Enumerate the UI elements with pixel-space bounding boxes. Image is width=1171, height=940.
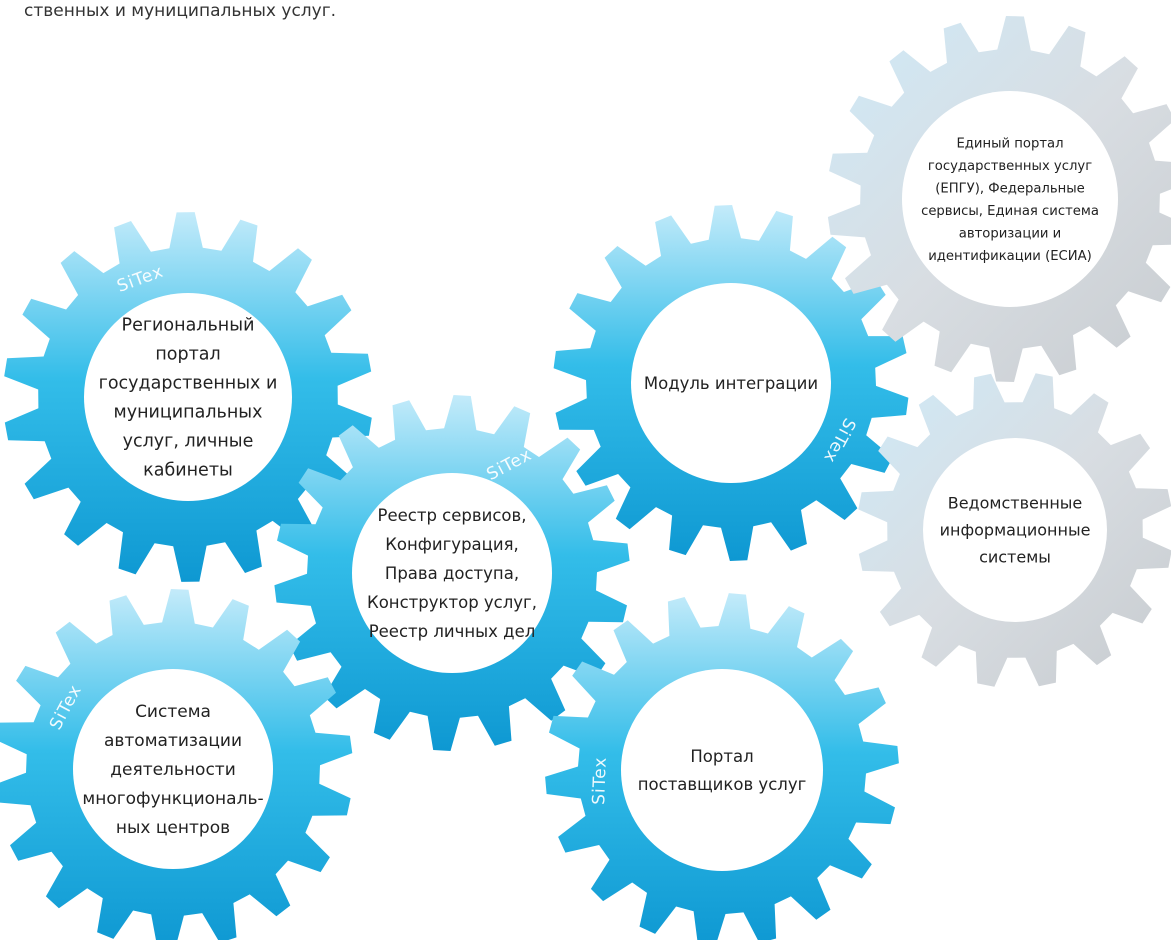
gear-label-line: Конфигурация,	[385, 535, 519, 554]
gear-label-line: Система	[135, 702, 211, 722]
gear-center	[923, 438, 1107, 622]
gear-label-line: муниципальных	[114, 403, 263, 423]
gear-label-line: информационные	[940, 521, 1091, 540]
gear-label-line: Региональный	[122, 316, 255, 336]
gear-label-line: Реестр личных дел	[369, 622, 536, 641]
brand-mark: SiTex	[589, 756, 611, 805]
gear-center	[631, 283, 831, 483]
gear-mfc-automation: Система автоматизации деятельности многофун…	[0, 589, 353, 940]
gear-label-line: сервисы, Единая система	[921, 204, 1099, 219]
gear-label-line: кабинеты	[143, 461, 233, 481]
gear-label-line: Единый портал	[956, 136, 1063, 151]
gear-label-line: ных центров	[116, 818, 230, 838]
gear-center	[902, 91, 1118, 307]
gear-label-line: (ЕПГУ), Федеральные	[935, 181, 1085, 196]
gear-label-line: Конструктор услуг,	[367, 593, 537, 612]
gear-departmental-systems: Ведомственные информационные системы	[858, 373, 1171, 687]
gear-label-line: поставщиков услуг	[638, 775, 807, 794]
gear-regional-portal: Региональный портал государственных и муниц…	[4, 212, 372, 582]
gear-center	[352, 473, 552, 673]
gear-label-line: услуг, личные	[123, 432, 254, 452]
gear-label-line: идентификации (ЕСИА)	[928, 249, 1092, 264]
gear-supplier-portal: Портал поставщиков услуг SiTex	[545, 593, 899, 940]
gear-epgu: Единый портал государственных услуг (ЕПГУ)…	[827, 16, 1171, 382]
intro-text: ственных и муниципальных услуг.	[24, 1, 337, 21]
gear-label-line: Модуль интеграции	[644, 374, 818, 393]
gear-label-line: деятельности	[110, 760, 236, 780]
gear-center	[73, 669, 273, 869]
gear-label-line: Реестр сервисов,	[378, 506, 527, 525]
gear-label-line: Портал	[690, 747, 753, 766]
gear-label-line: авторизации и	[959, 226, 1062, 241]
gear-label-line: системы	[979, 548, 1051, 567]
gear-label-line: Ведомственные	[948, 494, 1083, 513]
gear-registry: Реестр сервисов, Конфигурация, Права досту…	[274, 395, 630, 751]
gear-label-line: Права доступа,	[385, 564, 519, 583]
gear-center	[84, 293, 292, 501]
gear-label-line: государственных и	[99, 374, 278, 394]
gear-label-line: портал	[155, 345, 220, 365]
gear-label-line: автоматизации	[104, 731, 242, 751]
gear-center	[621, 669, 823, 871]
gear-label-line: государственных услуг	[928, 159, 1092, 174]
gear-label-line: многофункциональ-	[82, 789, 263, 809]
